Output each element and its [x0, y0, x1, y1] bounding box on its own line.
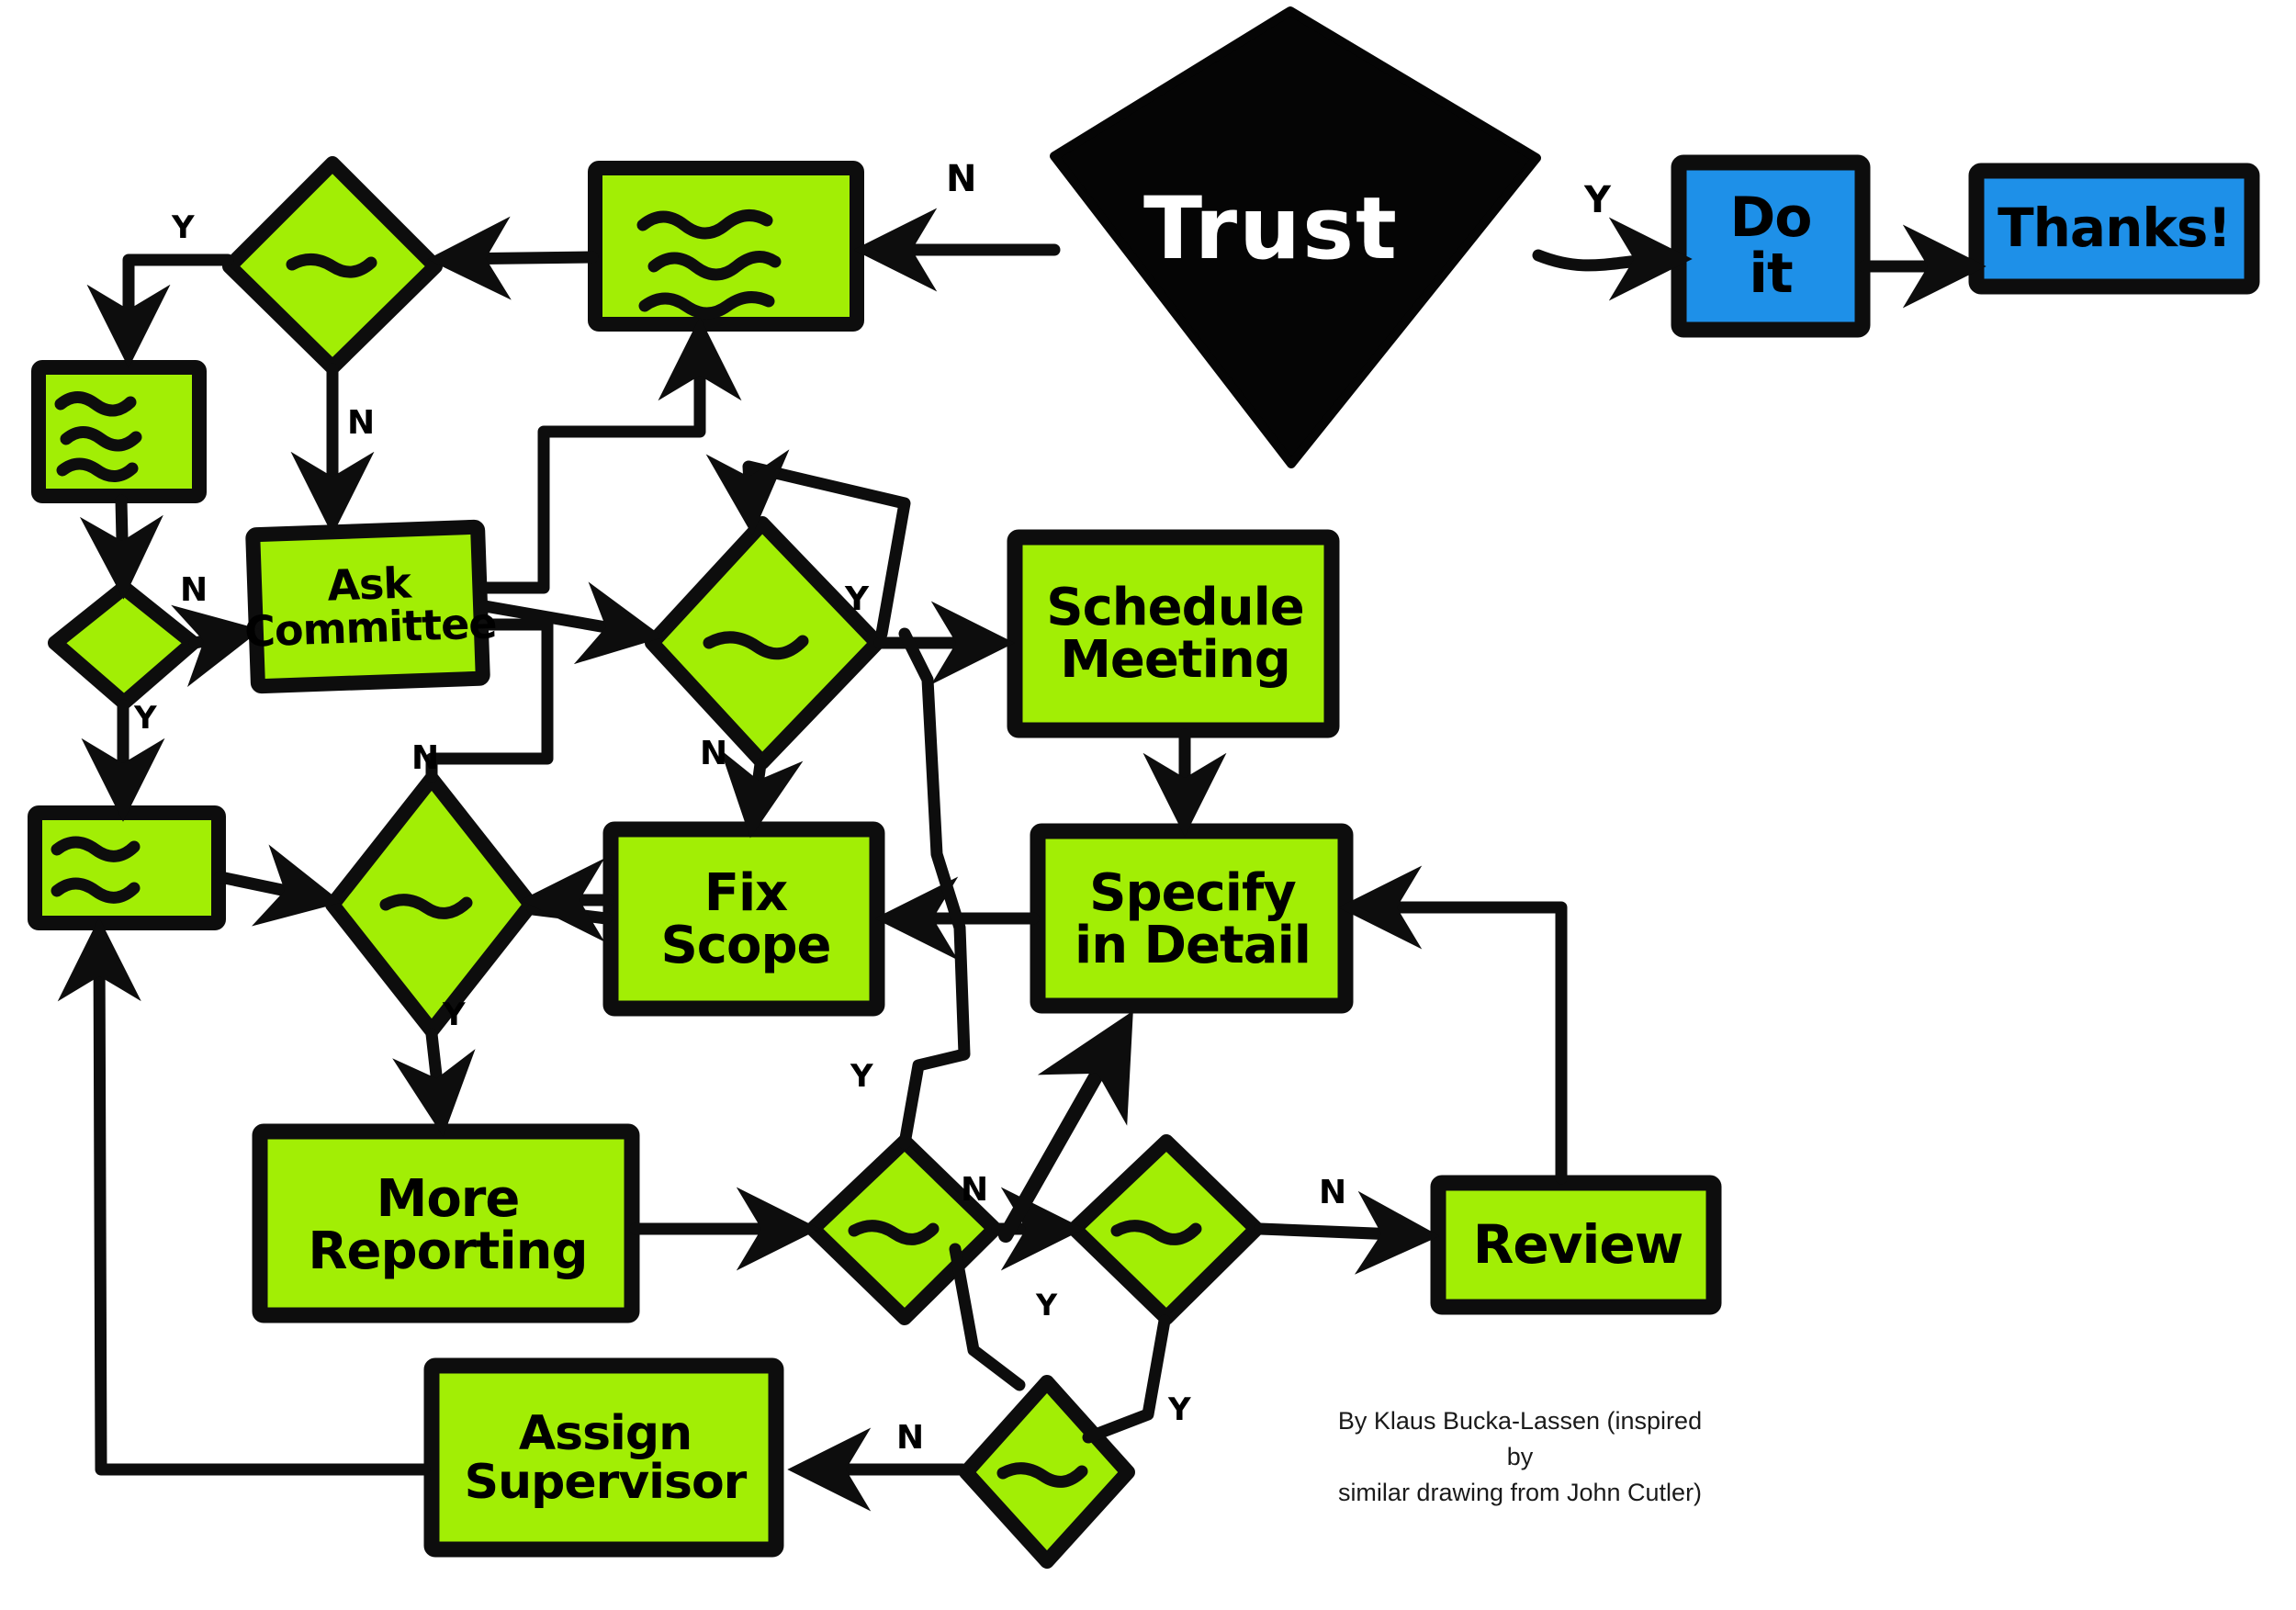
edge-b2-b3	[1082, 1314, 1171, 1444]
node-decision-left2[interactable]	[325, 771, 538, 1038]
edge-b1-b3	[949, 1243, 1026, 1391]
edge-label-left2-yes: Y	[443, 996, 466, 1033]
edge-ask-up-topsq	[478, 317, 742, 594]
node-decision-b2[interactable]	[1067, 1134, 1264, 1325]
edge-ask-leftdec2	[425, 618, 554, 783]
node-ask-committee[interactable]	[245, 519, 490, 694]
node-squiggle-left2[interactable]	[28, 805, 226, 930]
edge-label-top-yes: Y	[172, 209, 195, 246]
edge-label-top-no: N	[347, 404, 376, 442]
edge-b1-diag-specify	[998, 1010, 1133, 1243]
node-fix-scope[interactable]	[602, 821, 885, 1017]
node-do-it[interactable]	[1671, 154, 1871, 338]
node-label-trust: Trust	[1143, 179, 1399, 279]
node-decision-mid[interactable]	[645, 516, 884, 770]
edge-label-mid-no: N	[700, 735, 728, 772]
node-decision-top[interactable]	[222, 156, 443, 375]
edge-label-b2-yes: Y	[1168, 1391, 1191, 1428]
node-assign-supervisor[interactable]	[423, 1357, 784, 1558]
edge-assign-back	[57, 918, 431, 1476]
edge-label-trust-yes: Y	[1584, 179, 1611, 221]
node-trust[interactable]	[1050, 6, 1541, 468]
credit-block: By Klaus Bucka-Lassen (inspired by simil…	[1327, 1403, 1713, 1511]
edge-label-b2-no: N	[1319, 1174, 1347, 1211]
credit-line-2: similar drawing from John Cutler)	[1337, 1479, 1703, 1507]
edge-label-left-no: N	[180, 571, 208, 609]
edge-label-left2-no: N	[411, 739, 440, 777]
edge-topsq-topdec	[427, 216, 599, 300]
edge-schedloop-middec	[705, 449, 911, 640]
edge-label-trust-no: N	[946, 158, 977, 200]
edges-layer	[57, 208, 1986, 1512]
edge-review-specify	[1338, 865, 1568, 1185]
edge-label-left-yes: Y	[134, 700, 157, 737]
edge-label-mid-yes: Y	[845, 580, 870, 618]
edge-sql1-leftdec	[79, 494, 163, 600]
edge-middec-no	[720, 749, 804, 839]
edge-leftdec-no	[171, 604, 262, 688]
node-squiggle-top[interactable]	[588, 161, 864, 332]
node-more-reporting[interactable]	[252, 1123, 640, 1323]
edge-topdec-yes	[86, 253, 234, 368]
node-schedule-meeting[interactable]	[1007, 529, 1340, 738]
node-decision-left[interactable]	[48, 580, 200, 710]
edge-sql2-leftdec2	[214, 844, 343, 927]
edge-leftdec2-yes	[392, 1028, 476, 1137]
edge-trust-yes	[1532, 217, 1693, 301]
node-specify-detail[interactable]	[1030, 823, 1354, 1014]
edge-label-b1-down-y: Y	[1036, 1288, 1058, 1323]
node-squiggle-left1[interactable]	[31, 360, 207, 503]
edge-leftdec2-right	[526, 903, 613, 925]
edge-label-b1-yes: Y	[850, 1058, 873, 1095]
edge-label-b1-no: N	[961, 1171, 989, 1209]
edge-b2-review	[1254, 1190, 1440, 1275]
node-thanks[interactable]	[1968, 163, 2260, 295]
edge-b1-up-specify	[898, 627, 971, 1150]
edge-label-b3-no: N	[896, 1419, 925, 1457]
edge-ask-middec	[478, 581, 664, 665]
credit-line-1: By Klaus Bucka-Lassen (inspired by	[1337, 1407, 1703, 1471]
node-decision-b3[interactable]	[959, 1375, 1135, 1569]
node-review[interactable]	[1430, 1175, 1722, 1315]
